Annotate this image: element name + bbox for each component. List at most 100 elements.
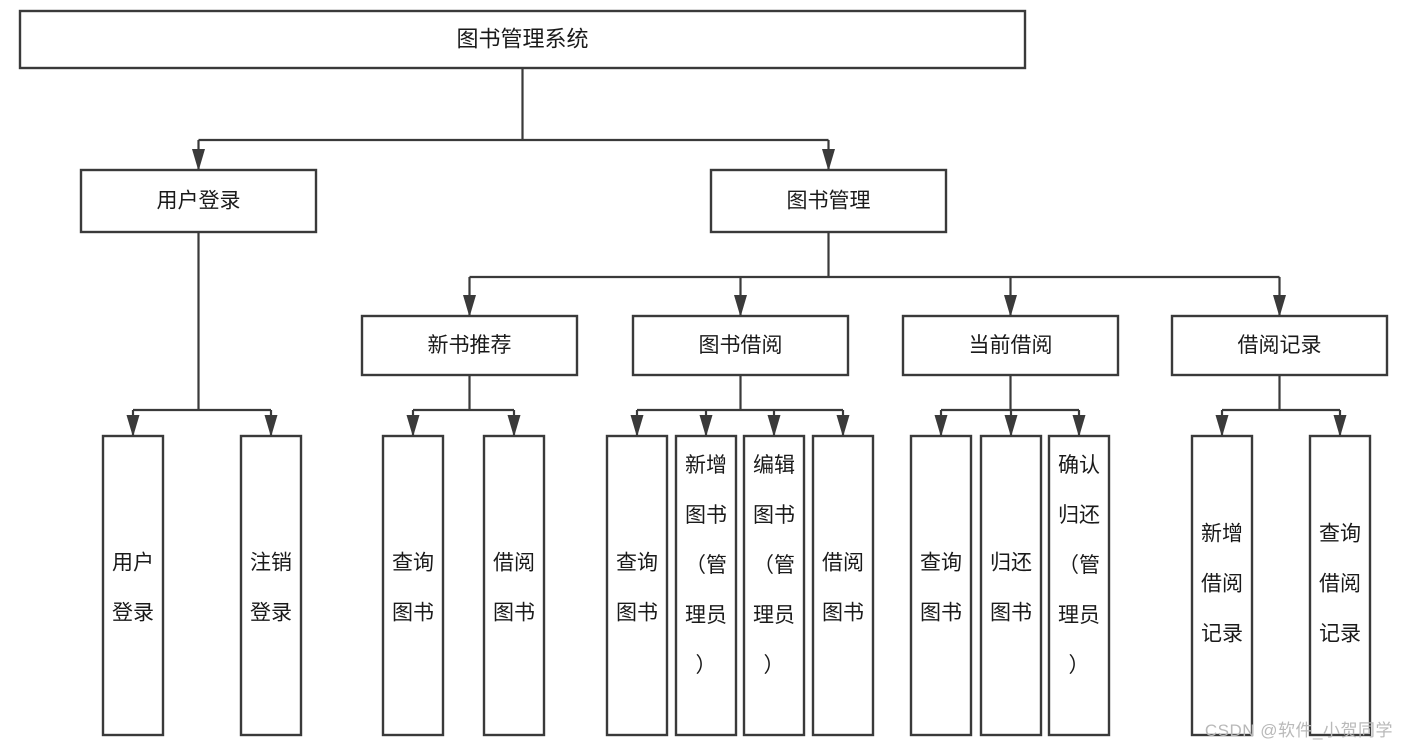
leaf-label-line: 图书	[616, 602, 658, 625]
leaf-label-line: 查询	[616, 552, 658, 575]
arrow-head-icon	[1273, 295, 1286, 317]
node-label: 图书管理	[787, 190, 871, 213]
leaf-label-line: 借阅	[1201, 573, 1243, 596]
leaf-label-line: 查询	[1319, 523, 1361, 546]
leaf-box-rect	[909, 434, 973, 737]
leaf-label-line: 图书	[920, 602, 962, 625]
leaf-label-line: 借阅	[493, 552, 535, 575]
leaf-box-rect	[742, 434, 806, 737]
leaf-label-line: ）	[696, 654, 717, 677]
arrow-head-icon	[934, 415, 948, 437]
leaf-box-rect	[1047, 434, 1111, 737]
leaf-label-line: ）	[1069, 654, 1090, 677]
arrow-head-icon	[507, 415, 521, 437]
leaf-label-line: 记录	[1201, 623, 1243, 646]
leaf-label-line: 编辑	[753, 454, 795, 477]
node-label: 当前借阅	[969, 334, 1053, 357]
node-level2-用户登录[interactable]: 用户登录	[79, 168, 318, 234]
leaf-label-line: 借阅	[822, 552, 864, 575]
watermark-text: CSDN @软件_小贺同学	[1204, 721, 1393, 740]
leaf-label-line: 确认	[1058, 454, 1100, 477]
leaf-label-line: （管	[1058, 554, 1100, 577]
leaf-label-line: 图书	[990, 602, 1032, 625]
node-box-rect	[360, 314, 579, 377]
leaf-label-line: 用户	[112, 552, 154, 575]
node-label: 借阅记录	[1238, 334, 1322, 357]
node-level2-图书管理[interactable]: 图书管理	[709, 168, 948, 234]
leaf-label-line: 图书	[685, 504, 727, 527]
leaf-label-line: 记录	[1319, 623, 1361, 646]
leaf-label-line: 理员	[1058, 604, 1100, 627]
node-box-rect	[709, 168, 948, 234]
node-level3-当前借阅[interactable]: 当前借阅	[901, 314, 1120, 377]
node-boxes: 图书管理系统用户登录图书管理新书推荐图书借阅当前借阅借阅记录用户登录注销登录查询…	[18, 9, 1389, 737]
node-label: 图书借阅	[699, 334, 783, 357]
arrow-head-icon	[1333, 415, 1347, 437]
leaf-box-rect	[101, 434, 165, 737]
leaf-label-line: 理员	[753, 604, 795, 627]
leaf-label-line: 图书	[753, 504, 795, 527]
leaf-label-line: 注销	[250, 552, 292, 575]
node-level3-借阅记录[interactable]: 借阅记录	[1170, 314, 1389, 377]
leaf-box-rect	[239, 434, 303, 737]
leaf-用户登录[interactable]: 用户登录	[101, 434, 165, 737]
node-box-rect	[79, 168, 318, 234]
leaf-label-line: 登录	[250, 602, 292, 625]
arrow-head-icon	[699, 415, 713, 437]
leaf-label-line: 查询	[920, 552, 962, 575]
leaf-label-line: 查询	[392, 552, 434, 575]
leaf-label-line: 借阅	[1319, 573, 1361, 596]
arrow-head-icon	[822, 149, 835, 171]
leaf-label-line: 归还	[990, 552, 1032, 575]
connector-lines	[126, 68, 1347, 437]
leaf-label-line: （管	[685, 554, 727, 577]
arrow-head-icon	[734, 295, 747, 317]
leaf-box-rect	[1308, 434, 1372, 737]
node-box-rect	[901, 314, 1120, 377]
arrow-head-icon	[192, 149, 205, 171]
leaf-label-line: （管	[753, 554, 795, 577]
leaf-label-line: 新增	[685, 454, 727, 477]
arrow-head-icon	[126, 415, 140, 437]
leaf-label-line: 归还	[1058, 504, 1100, 527]
leaf-box-rect	[381, 434, 445, 737]
leaf-box-rect	[605, 434, 669, 737]
leaf-box-rect	[811, 434, 875, 737]
leaf-box-rect	[1190, 434, 1254, 737]
arrow-head-icon	[1004, 295, 1017, 317]
arrow-head-icon	[1215, 415, 1229, 437]
arrow-head-icon	[264, 415, 278, 437]
node-label: 用户登录	[157, 190, 241, 213]
leaf-box-rect	[674, 434, 738, 737]
arrow-head-icon	[406, 415, 420, 437]
node-level3-图书借阅[interactable]: 图书借阅	[631, 314, 850, 377]
arrow-head-icon	[1072, 415, 1086, 437]
node-box-rect	[18, 9, 1027, 70]
node-level3-新书推荐[interactable]: 新书推荐	[360, 314, 579, 377]
leaf-box-rect	[482, 434, 546, 737]
leaf-box-rect	[979, 434, 1043, 737]
arrow-head-icon	[767, 415, 781, 437]
arrow-head-icon	[836, 415, 850, 437]
arrow-head-icon	[1004, 415, 1018, 437]
leaf-label-line: 图书	[822, 602, 864, 625]
node-root-图书管理系统[interactable]: 图书管理系统	[18, 9, 1027, 70]
leaf-label-line: 新增	[1201, 523, 1243, 546]
arrow-head-icon	[630, 415, 644, 437]
leaf-label-line: 图书	[392, 602, 434, 625]
leaf-label-line: 登录	[112, 602, 154, 625]
